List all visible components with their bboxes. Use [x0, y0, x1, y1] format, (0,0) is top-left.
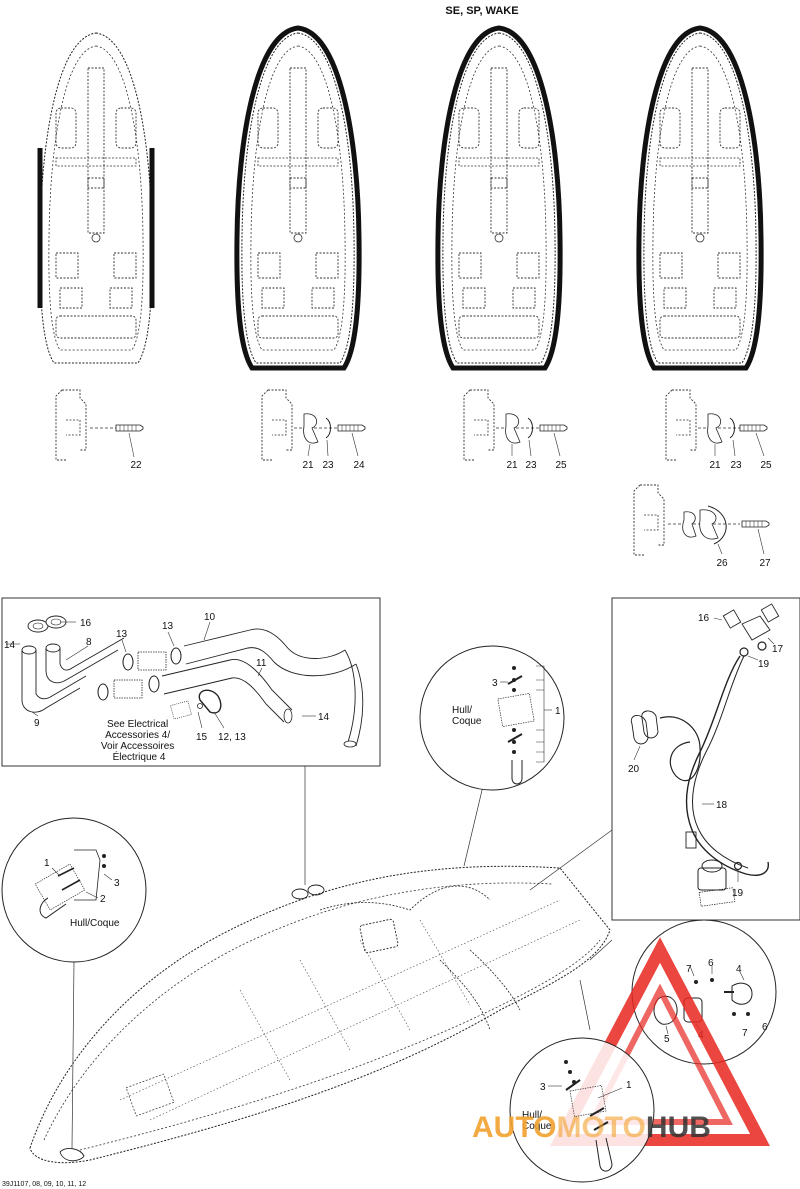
hull-coque-label: Hull/ Coque: [452, 705, 482, 727]
fastener-detail-3: 21 23 25: [463, 389, 568, 471]
variant-title: SE, SP, WAKE: [445, 5, 518, 17]
label-21: 21: [506, 460, 518, 471]
circle-detail-top: 3 1 Hull/ Coque: [419, 645, 565, 791]
figure-code: 39J1107, 08, 09, 10, 11, 12: [2, 1181, 86, 1188]
label-13: 13: [116, 629, 128, 640]
label-1: 1: [44, 858, 50, 869]
label-19: 19: [732, 888, 744, 899]
label-14: 14: [4, 640, 16, 651]
label-3: 3: [114, 878, 120, 889]
label-19: 19: [758, 659, 770, 670]
label-11: 11: [256, 658, 267, 669]
label-8: 8: [86, 637, 92, 648]
label-2: 2: [100, 894, 106, 905]
label-3: 3: [540, 1082, 546, 1093]
label-3: 3: [492, 678, 498, 689]
fastener-detail-4: 21 23 25: [665, 389, 772, 471]
fastener-detail-1: 22: [55, 389, 144, 471]
hull-view-2: [234, 25, 362, 371]
label-27: 27: [759, 558, 771, 569]
label-25: 25: [760, 460, 772, 471]
label-6: 6: [708, 958, 714, 969]
label-1: 1: [555, 706, 561, 717]
label-20: 20: [628, 764, 640, 775]
label-1: 1: [626, 1080, 632, 1091]
hull-coque-label: Hull/Coque: [70, 918, 120, 929]
label-23: 23: [730, 460, 742, 471]
label-24: 24: [353, 460, 365, 471]
label-7: 7: [742, 1028, 748, 1039]
fastener-detail-5: 26 27: [633, 484, 771, 569]
label-5: 5: [664, 1034, 670, 1045]
label-7: 7: [686, 964, 692, 975]
hull-view-1: [37, 32, 155, 364]
hull-view-4: [636, 25, 764, 371]
label-22: 22: [130, 460, 142, 471]
note-see-electrical: See Electrical Accessories 4/ Voir Acces…: [101, 719, 177, 763]
callout-leaders: [71, 766, 613, 1149]
label-18: 18: [716, 800, 728, 811]
circle-detail-bottom: 3 1 Hull/ Coque: [509, 1037, 655, 1183]
hull-view-3: [435, 25, 563, 371]
label-16: 16: [80, 618, 92, 629]
label-17: 17: [772, 644, 784, 655]
hull-coque-label: Hull/ Coque: [522, 1110, 552, 1132]
fastener-detail-2: 21 23 24: [261, 389, 366, 471]
label-26: 26: [716, 558, 728, 569]
label-15: 15: [196, 732, 208, 743]
inset-ventilation: 16 14 8 13 13 10 11 9 15 12, 13 14 See E…: [1, 597, 381, 767]
watermark-text: AUTOMOTOHUB: [472, 1111, 711, 1144]
label-12-13: 12, 13: [218, 732, 246, 743]
boat-hull-perspective: [29, 865, 611, 1164]
label-21: 21: [709, 460, 721, 471]
label-21: 21: [302, 460, 314, 471]
label-6: 6: [762, 1022, 768, 1033]
circle-detail-left: 1 2 3 Hull/Coque: [1, 817, 147, 963]
label-13: 13: [162, 621, 174, 632]
label-9: 9: [34, 718, 40, 729]
label-10: 10: [204, 612, 216, 623]
label-14: 14: [318, 712, 330, 723]
label-23: 23: [525, 460, 537, 471]
label-16: 16: [698, 613, 710, 624]
inset-harness: 16 17 19 20 18 19: [611, 597, 800, 921]
label-23: 23: [322, 460, 334, 471]
label-4: 4: [736, 964, 742, 975]
label-25: 25: [555, 460, 567, 471]
